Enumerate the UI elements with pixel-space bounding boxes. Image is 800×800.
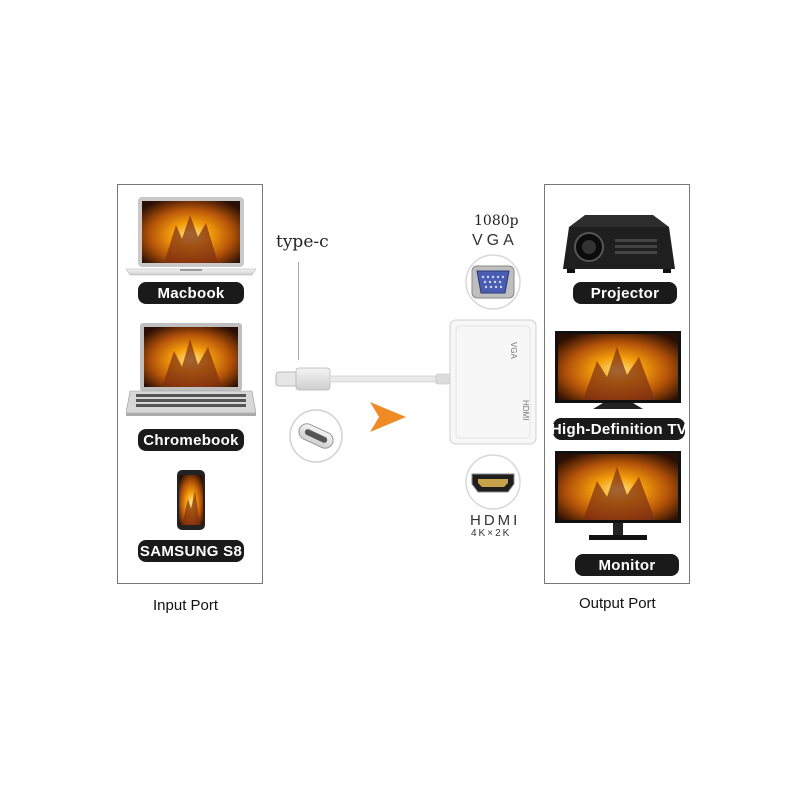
chromebook-image	[126, 321, 256, 417]
device-label-monitor: Monitor	[575, 554, 679, 576]
output-port-caption: Output Port	[579, 595, 656, 612]
type-c-label: type-c	[276, 232, 329, 252]
device-label-samsung-s8: SAMSUNG S8	[138, 540, 244, 562]
device-label-chromebook: Chromebook	[138, 429, 244, 451]
hdmi-port-icon	[462, 454, 524, 510]
input-port-caption: Input Port	[153, 597, 219, 614]
macbook-image	[124, 195, 258, 279]
type-c-leader-line	[298, 262, 299, 360]
vga-label: VGA	[472, 232, 518, 249]
vga-resolution-label: 1080p	[474, 213, 519, 229]
adapter-assembly	[272, 318, 542, 448]
arrow-icon	[370, 402, 406, 432]
hdmi-label: HDMI	[470, 512, 521, 529]
hdtv-image	[553, 329, 683, 415]
usb-c-port-closeup-icon	[288, 408, 344, 464]
hdmi-resolution-label: 4K×2K	[471, 528, 512, 539]
projector-image	[559, 205, 679, 277]
device-label-projector: Projector	[573, 282, 677, 304]
device-label-hdtv: High-Definition TV	[551, 418, 687, 440]
adapter-vga-port-label: VGA	[509, 342, 518, 359]
samsung-s8-image	[176, 469, 206, 531]
vga-port-icon	[462, 254, 524, 310]
input-port-panel: Macbook Chromebook SAMSUNG S8	[117, 184, 263, 584]
adapter-hdmi-port-label: HDMI	[521, 400, 530, 421]
monitor-image	[553, 449, 683, 545]
device-label-macbook: Macbook	[138, 282, 244, 304]
output-port-panel: Projector High-Definition TV Monitor	[544, 184, 690, 584]
